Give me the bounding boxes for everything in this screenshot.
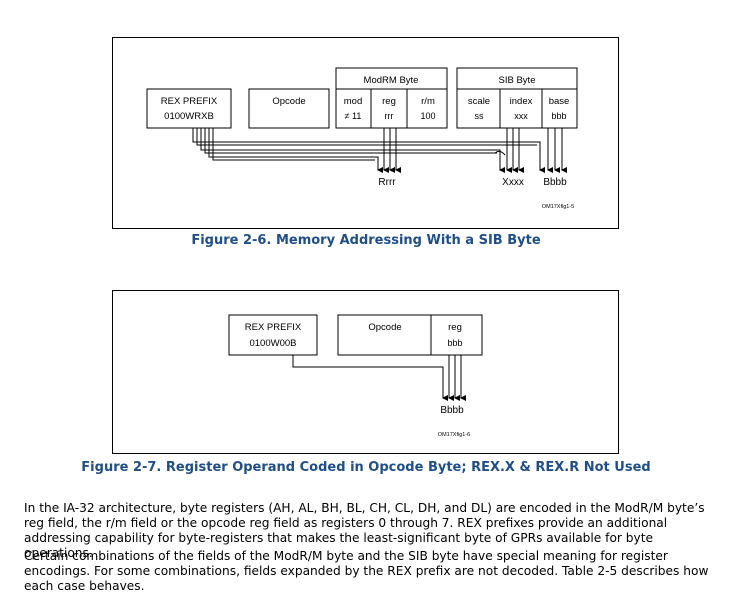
sib-scale-value: ss [475, 111, 485, 121]
rex-prefix-title: REX PREFIX [161, 96, 218, 107]
opcode-reg-label: reg [448, 322, 462, 333]
figure-2-6-caption: Figure 2-6. Memory Addressing With a SIB… [191, 233, 541, 248]
index-field-arrows [506, 128, 524, 173]
output-xxxx: Xxxx [502, 177, 524, 188]
modrm-mod-value: ≠ 11 [345, 111, 362, 121]
rex-prefix-title-2: REX PREFIX [245, 322, 302, 333]
modrm-title: ModRM Byte [364, 75, 419, 86]
figure-code-1-6: OM17Xfig1-6 [438, 432, 470, 438]
rex-b-routing-line [292, 355, 448, 401]
opcode-reg-value: bbb [447, 338, 462, 348]
rex-prefix-box [146, 88, 232, 129]
body-paragraph-1: In the IA-32 architecture, byte register… [24, 501, 705, 560]
figure-code-1-5: OM17Xfig1-5 [542, 204, 574, 210]
modrm-fields-box [335, 88, 448, 129]
reg-field-arrows-2 [448, 355, 466, 401]
output-bbbb: Bbbb [543, 177, 567, 188]
sib-index-value: xxx [514, 111, 528, 121]
rex-routing-lines [192, 128, 545, 173]
output-bbbb-2: Bbbb [440, 405, 464, 416]
rex-prefix-box-2 [228, 314, 318, 356]
modrm-rm-value: 100 [420, 111, 435, 121]
modrm-reg: reg [382, 96, 396, 107]
rex-prefix-bits-2: 0100W00B [249, 338, 296, 349]
sib-title: SIB Byte [499, 75, 536, 86]
sib-base-value: bbb [551, 111, 566, 121]
sib-fields-box [456, 88, 578, 129]
sib-index: index [510, 96, 533, 107]
sib-scale: scale [468, 96, 490, 107]
body-paragraph-2: Certain combinations of the fields of th… [24, 549, 709, 593]
modrm-rm: r/m [421, 96, 435, 107]
figure-2-7-caption: Figure 2-7. Register Operand Coded in Op… [81, 460, 651, 475]
opcode-label: Opcode [272, 96, 305, 107]
base-field-arrows [547, 128, 567, 173]
modrm-mod: mod [344, 96, 362, 107]
reg-field-arrows [383, 128, 401, 173]
opcode-label-2: Opcode [368, 322, 401, 333]
opcode-box-2 [337, 314, 483, 356]
modrm-reg-value: rrr [385, 111, 394, 121]
output-rrrr: Rrrr [378, 177, 396, 188]
rex-prefix-bits: 0100WRXB [164, 111, 214, 122]
sib-base: base [549, 96, 570, 107]
opcode-box [248, 88, 330, 129]
